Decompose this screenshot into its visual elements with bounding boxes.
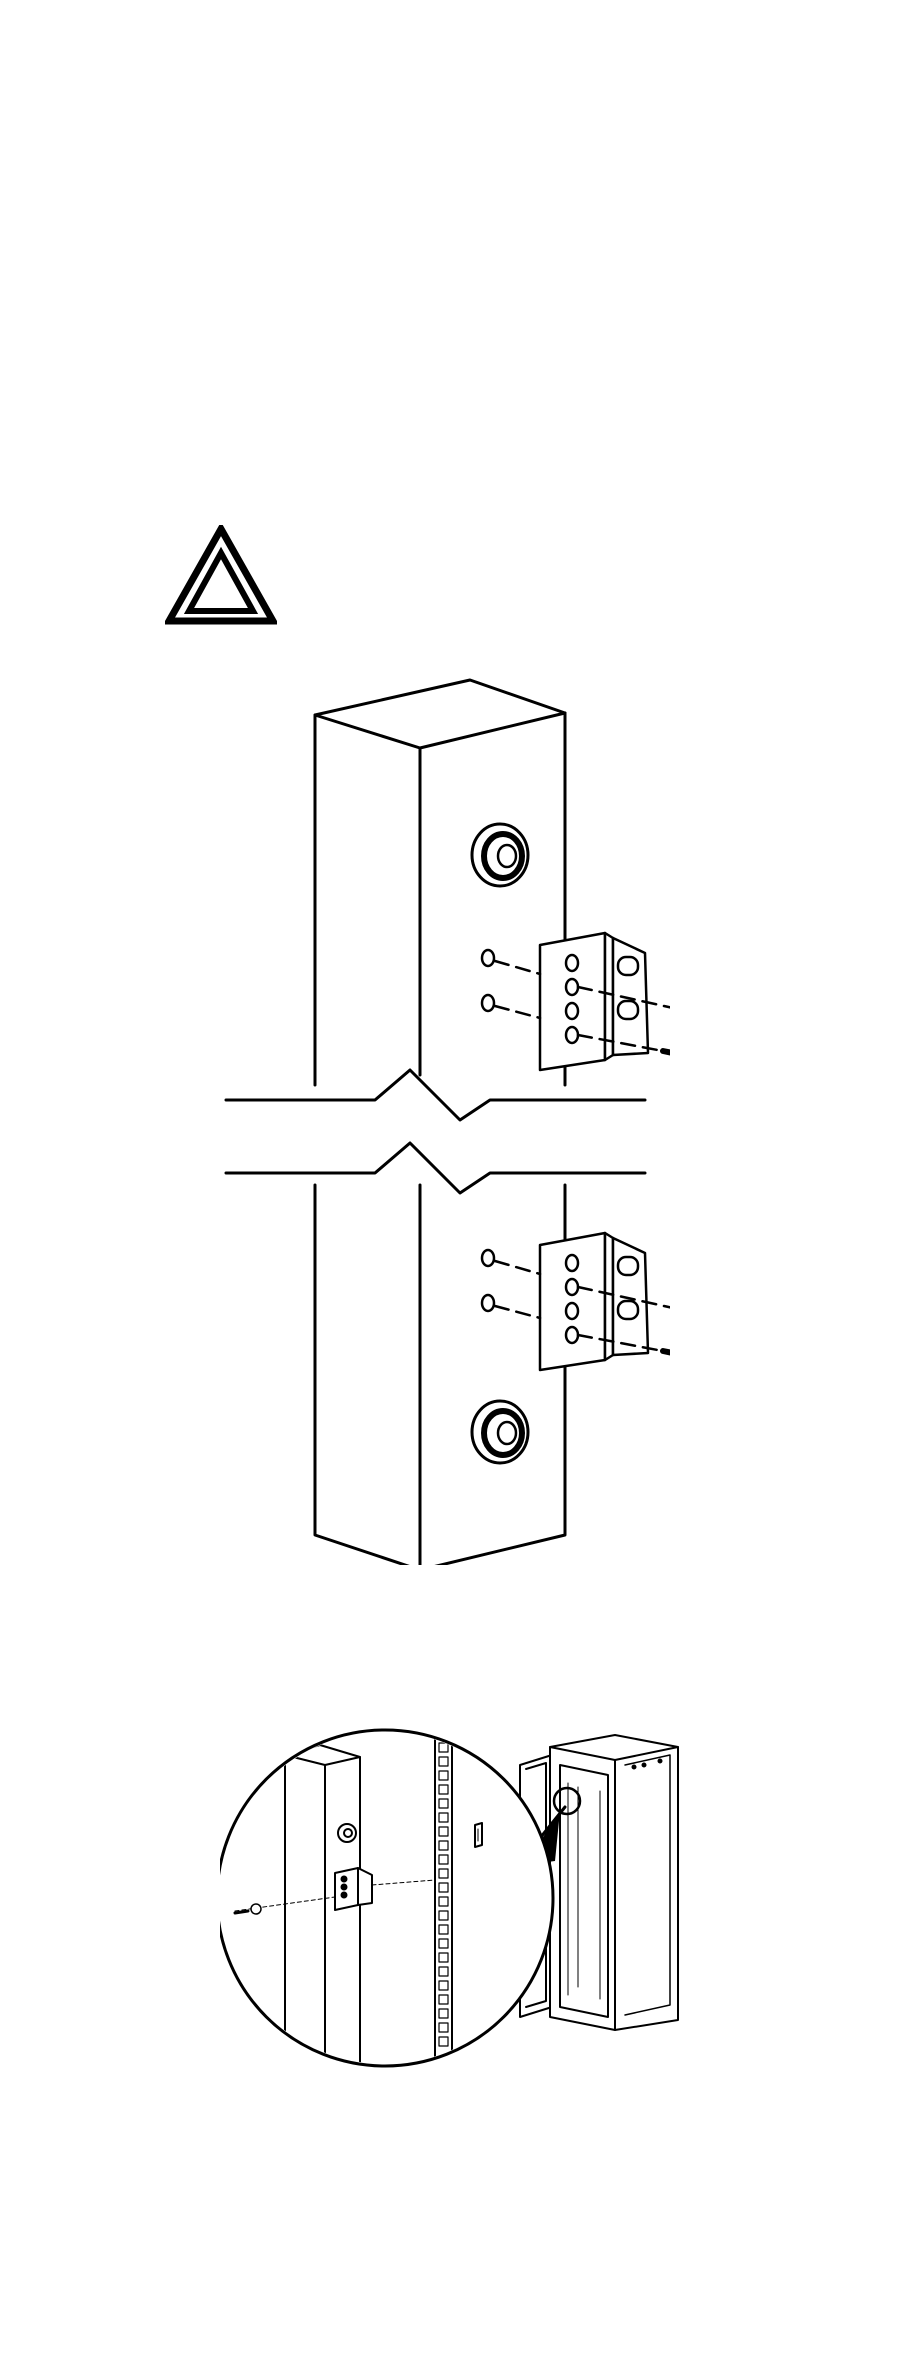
screw-icon (663, 1049, 670, 1065)
rack-context-diagram (220, 1725, 700, 2085)
screw-icon (663, 1349, 670, 1365)
rack-post-lower (315, 1185, 565, 1565)
bracket-mounting-diagram (210, 665, 670, 1565)
mounting-bracket-lower (482, 1233, 670, 1370)
rack-post-upper (315, 680, 565, 1100)
zoom-callout (220, 1725, 553, 2085)
cage-nut-lower (472, 1401, 528, 1463)
warning-triangle-icon (165, 525, 277, 625)
